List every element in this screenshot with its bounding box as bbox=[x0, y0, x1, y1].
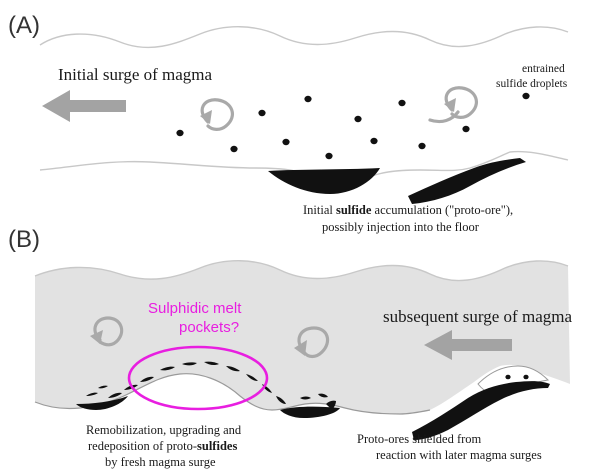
sulfide-droplet bbox=[282, 139, 289, 145]
panel-a-accumulation-post: accumulation ("proto-ore"), bbox=[371, 203, 513, 217]
panel-b: (B) bbox=[8, 226, 572, 469]
panel-b-remob-line2-pre: redeposition of proto- bbox=[88, 439, 197, 453]
sulfide-droplet bbox=[398, 100, 405, 106]
sulfide-droplet bbox=[418, 143, 425, 149]
panel-a-accumulation-bold: sulfide bbox=[336, 203, 372, 217]
panel-b-remob-line2-bold: sulfides bbox=[197, 439, 237, 453]
panel-a-label: (A) bbox=[8, 12, 40, 39]
panel-a-surge-arrow bbox=[42, 90, 126, 122]
sulfide-droplet bbox=[522, 93, 529, 99]
panel-a-accumulation-line2: possibly injection into the floor bbox=[322, 220, 480, 234]
panel-a-surge-label: Initial surge of magma bbox=[58, 65, 213, 84]
panel-a-droplet-label-line1: entrained bbox=[522, 63, 565, 75]
panel-b-shield-line1: Proto-ores shielded from bbox=[357, 432, 482, 446]
panel-b-remob-line3: by fresh magma surge bbox=[105, 455, 216, 469]
sulfide-droplet bbox=[258, 110, 265, 116]
panel-a-accumulation-line1: Initial sulfide accumulation ("proto-ore… bbox=[303, 203, 513, 217]
sulfide-droplet bbox=[304, 96, 311, 102]
sulfide-droplet bbox=[462, 126, 469, 132]
panel-b-label: (B) bbox=[8, 226, 40, 253]
sulfide-droplet bbox=[176, 130, 183, 136]
sulfide-droplet bbox=[230, 146, 237, 152]
panel-b-melt-pockets-line1: Sulphidic melt bbox=[148, 300, 242, 317]
sulfide-droplet bbox=[505, 375, 510, 380]
sulfide-droplet bbox=[370, 138, 377, 144]
panel-a-convection-curl-right-icon bbox=[430, 88, 476, 122]
sulfide-droplet bbox=[325, 153, 332, 159]
panel-b-surge-label: subsequent surge of magma bbox=[383, 307, 572, 326]
panel-b-remob-line1: Remobilization, upgrading and bbox=[86, 423, 242, 437]
sulfide-droplet bbox=[523, 375, 528, 380]
panel-b-remob-line2: redeposition of proto-sulfides bbox=[88, 439, 237, 453]
panel-b-shield-line2: reaction with later magma surges bbox=[376, 448, 542, 462]
panel-a: (A) Initial surge of magma entrained sul… bbox=[8, 12, 568, 234]
sulfide-droplet bbox=[354, 116, 361, 122]
panel-b-melt-pockets-line2: pockets? bbox=[179, 319, 239, 336]
panel-a-accumulation-pre: Initial bbox=[303, 203, 336, 217]
panel-a-roof-edge bbox=[40, 27, 568, 48]
panel-a-floor-injection bbox=[408, 158, 526, 204]
panel-a-droplet-label-line2: sulfide droplets bbox=[496, 78, 568, 90]
panel-a-convection-curl-left-icon bbox=[200, 100, 232, 130]
panel-a-proto-ore-lens bbox=[268, 168, 380, 194]
